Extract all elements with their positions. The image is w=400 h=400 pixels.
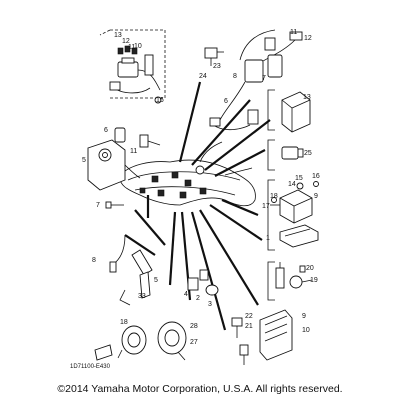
sensor-right (275, 262, 285, 289)
callout-22: 22 (245, 313, 253, 320)
callout-33: 33 (138, 293, 146, 300)
callout-8-top: 8 (233, 73, 237, 80)
callout-17: 17 (262, 203, 270, 210)
callout-15: 15 (295, 175, 303, 182)
fuse-box-group (109, 45, 161, 94)
callout-10: 10 (134, 43, 142, 50)
callout-14: 14 (288, 181, 296, 188)
callout-labels: 13 12 11 10 23 24 16 6 11 12 8 7 13 6 11… (82, 29, 320, 346)
callout-5-bottom: 5 (154, 277, 158, 284)
callout-12: 12 (122, 38, 130, 45)
callout-8-left: 8 (92, 257, 96, 264)
callout-9-reg: 9 (302, 313, 306, 320)
callout-6-top: 6 (224, 98, 228, 105)
callout-27: 27 (190, 339, 198, 346)
connector-33 (94, 344, 113, 361)
relay-part (204, 47, 224, 66)
callout-19: 19 (310, 277, 318, 284)
callout-13: 13 (114, 32, 122, 39)
callout-7-top: 7 (262, 75, 266, 82)
callout-20: 20 (306, 265, 314, 272)
callout-4: 4 (184, 291, 188, 298)
callout-3: 3 (208, 301, 212, 308)
callout-7-left: 7 (96, 202, 100, 209)
bolt-7 (105, 201, 124, 209)
callout-12-top: 12 (304, 35, 312, 42)
sensor-8-left (109, 234, 126, 273)
reference-code: 1D71100-E430 (70, 364, 111, 370)
fuse-holder (187, 269, 219, 296)
callout-18-horn: 18 (120, 319, 128, 326)
callout-11: 11 (128, 44, 135, 51)
callout-10-reg: 10 (302, 327, 310, 334)
rectifier-regulator (239, 309, 293, 365)
ignition-coil-group (209, 29, 303, 131)
callout-5-left: 5 (82, 157, 86, 164)
left-sensors (114, 96, 162, 148)
leader-lines (124, 81, 271, 331)
callout-11-left: 11 (130, 148, 137, 155)
horn-28 (157, 321, 187, 361)
callout-25: 25 (304, 150, 312, 157)
callout-16: 16 (156, 97, 164, 104)
callout-23: 23 (213, 63, 221, 70)
callout-11-top: 11 (290, 29, 297, 36)
callout-18-right: 18 (270, 193, 278, 200)
relay-25 (281, 146, 304, 160)
battery-bracket (279, 224, 319, 248)
sensor-20 (289, 265, 313, 289)
callout-13-ecu: 13 (303, 94, 311, 101)
ecu-unit (281, 91, 311, 133)
callout-1: 1 (266, 235, 270, 242)
callout-6-left: 6 (104, 127, 108, 134)
callout-28: 28 (190, 323, 198, 330)
sensor-22 (231, 317, 243, 338)
horn-18 (117, 325, 147, 359)
callout-16-right: 16 (312, 173, 320, 180)
callout-21: 21 (245, 323, 253, 330)
bottom-left-sensors (119, 249, 153, 306)
copyright-notice: ©2014 Yamaha Motor Corporation, U.S.A. A… (57, 383, 343, 395)
callout-9-right: 9 (314, 193, 318, 200)
right-bracket-frames (267, 89, 275, 301)
starter-relay-group (270, 181, 319, 224)
top-left-group-bracket (99, 29, 166, 99)
main-switch (87, 139, 141, 191)
callout-2: 2 (196, 295, 200, 302)
callout-24: 24 (199, 73, 207, 80)
main-wire-harness (119, 141, 256, 207)
